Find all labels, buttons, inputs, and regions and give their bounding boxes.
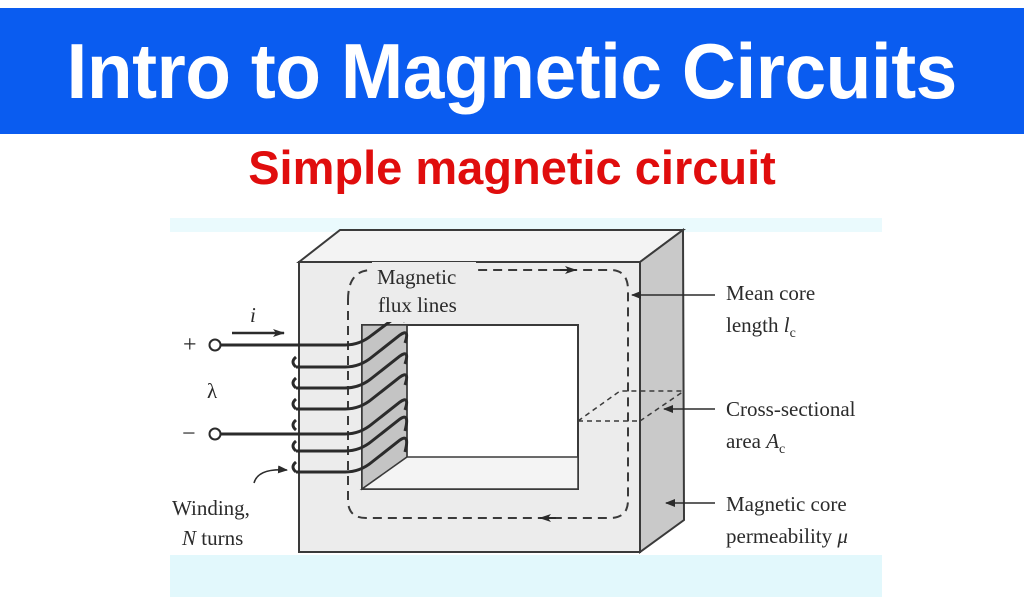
mean-core-label-1: Mean core (726, 281, 815, 305)
cross-section-outline (577, 390, 685, 422)
flux-lines-label-1: Magnetic (377, 265, 456, 289)
top-band (170, 218, 882, 232)
flux-lines-label-2: flux lines (378, 293, 457, 317)
title-banner: Intro to Magnetic Circuits (0, 8, 1024, 134)
mean-flux-path (347, 269, 629, 519)
bottom-band (170, 555, 882, 597)
permeability-label-2: permeability μ (726, 524, 848, 548)
minus-terminal (208, 427, 222, 441)
core-top-face (296, 229, 687, 263)
winding-pointer-arrow (253, 465, 288, 484)
flux-linkage-label: λ (207, 379, 218, 403)
page-subtitle: Simple magnetic circuit (248, 141, 776, 194)
permeability-label-1: Magnetic core (726, 492, 847, 516)
cross-section-label-1: Cross-sectional (726, 397, 856, 421)
window-bottom-wall (359, 456, 579, 490)
minus-label: − (182, 421, 196, 447)
winding-label-2: N turns (181, 526, 243, 550)
plus-terminal (208, 338, 222, 352)
mean-core-label-2: length lc (726, 313, 796, 341)
cross-section-label-2: area Ac (726, 429, 785, 457)
current-label: i (250, 303, 256, 327)
winding-label-1: Winding, (172, 496, 250, 520)
page-title: Intro to Magnetic Circuits (66, 26, 958, 115)
plus-label: + (183, 332, 197, 358)
